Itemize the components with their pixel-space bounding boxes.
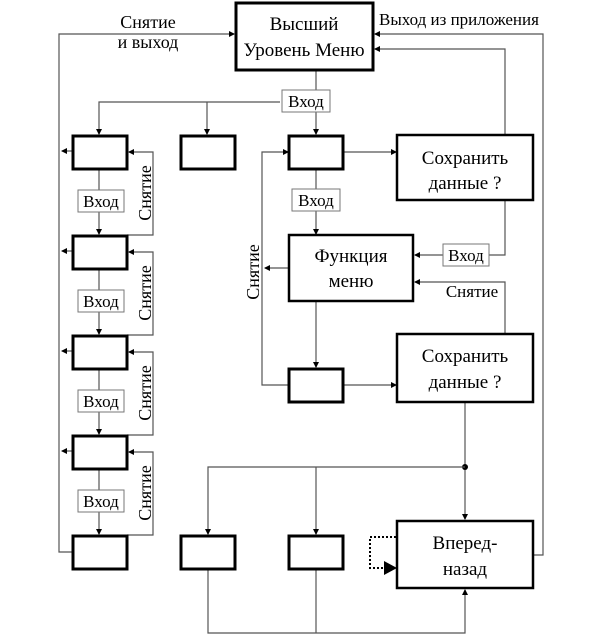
- cancel-exit-label-2: и выход: [118, 32, 179, 52]
- connector: [127, 249, 154, 336]
- connector: [127, 149, 154, 236]
- save-2-line1: Сохранить: [422, 346, 509, 367]
- cancel-exit-label-1: Снятие: [120, 12, 175, 32]
- cancel-label-4: Снятие: [135, 465, 155, 520]
- enter-tag-1: [77, 189, 125, 213]
- middle-box-top[interactable]: [179, 134, 237, 171]
- cancel-label-save: Снятие: [446, 282, 498, 301]
- exit-app-label: Выход из приложения: [379, 10, 539, 29]
- save-data-box-1[interactable]: [395, 133, 535, 202]
- exit-app-connector: [374, 31, 544, 556]
- left-box-2[interactable]: [71, 234, 129, 271]
- connector: [414, 279, 506, 333]
- enter-tag-4: [77, 489, 125, 513]
- top-menu-line1: Высший: [270, 14, 339, 35]
- connector: [127, 349, 154, 436]
- connector: [374, 46, 506, 135]
- enter-label-2: Вход: [83, 292, 119, 311]
- function-line2: меню: [329, 271, 374, 292]
- function-line1: Функция: [315, 246, 388, 267]
- enter-label-3: Вход: [83, 392, 119, 411]
- cancel-label-1: Снятие: [135, 165, 155, 220]
- self-loop-connector: [369, 536, 396, 569]
- right-box-lower[interactable]: [287, 367, 345, 404]
- cancel-label-function: Снятие: [243, 244, 263, 299]
- top-menu-line2: Уровень Меню: [243, 40, 364, 61]
- connector: [205, 466, 465, 535]
- connector: [127, 449, 154, 536]
- cancel-exit-connector: [58, 31, 235, 553]
- enter-label-save: Вход: [448, 246, 484, 265]
- enter-label-top: Вход: [288, 92, 324, 111]
- forward-back-line2: назад: [443, 559, 488, 580]
- left-box-5[interactable]: [71, 534, 129, 571]
- enter-tag-save: [442, 243, 490, 267]
- bottom-box-2[interactable]: [287, 534, 345, 571]
- enter-label-right: Вход: [298, 191, 334, 210]
- forward-back-line1: Вперед-: [433, 533, 498, 554]
- forward-back-box[interactable]: [395, 519, 535, 590]
- self-loop-arrow: [384, 561, 397, 575]
- top-menu-box[interactable]: [234, 1, 375, 72]
- left-box-4[interactable]: [71, 434, 129, 471]
- enter-tag-2: [77, 289, 125, 313]
- save-data-box-2[interactable]: [395, 332, 535, 404]
- bottom-box-1[interactable]: [179, 534, 237, 571]
- left-box-3[interactable]: [71, 334, 129, 371]
- function-menu-box[interactable]: [287, 233, 415, 303]
- left-box-1[interactable]: [71, 134, 129, 171]
- connector: [261, 149, 289, 386]
- enter-tag-3: [77, 389, 125, 413]
- save-2-line2: данные ?: [429, 372, 502, 393]
- cancel-label-3: Снятие: [135, 365, 155, 420]
- connector: [96, 101, 280, 135]
- enter-tag-top: [281, 89, 331, 113]
- enter-label-4: Вход: [83, 492, 119, 511]
- save-1-line2: данные ?: [429, 173, 502, 194]
- save-1-line1: Сохранить: [422, 148, 509, 169]
- enter-tag-right: [291, 188, 341, 212]
- cancel-label-2: Снятие: [135, 265, 155, 320]
- connector: [207, 568, 468, 634]
- enter-label-1: Вход: [83, 192, 119, 211]
- right-box-top[interactable]: [287, 134, 345, 171]
